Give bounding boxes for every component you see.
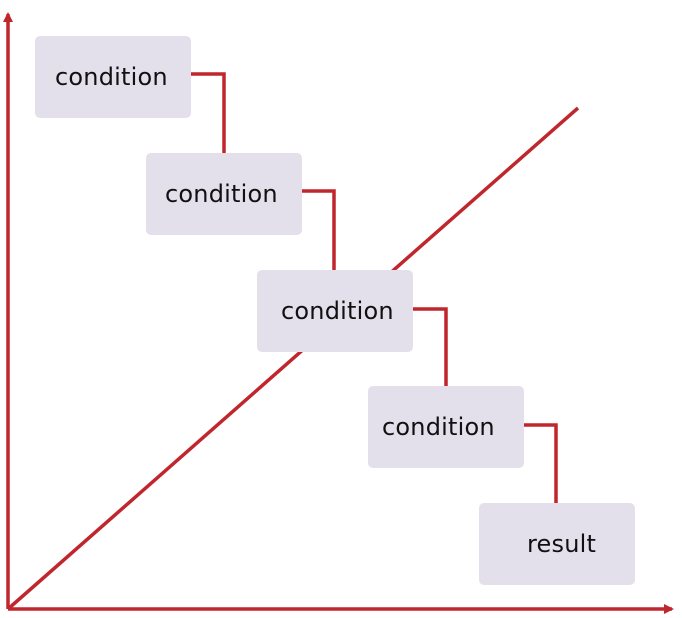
condition-box-3-label: condition: [281, 297, 394, 325]
condition-box-1: condition: [35, 36, 191, 118]
connector-1-2: [190, 72, 226, 153]
condition-box-4: condition: [368, 386, 524, 468]
condition-box-1-label: condition: [55, 63, 168, 91]
condition-box-3: condition: [257, 270, 413, 352]
connector-2-3: [301, 189, 336, 270]
condition-box-4-label: condition: [382, 413, 495, 441]
condition-box-2: condition: [146, 153, 302, 235]
condition-box-2-label: condition: [165, 180, 278, 208]
diagonal-trend-line: [6, 106, 580, 611]
result-box: result: [479, 503, 635, 585]
result-box-label: result: [527, 530, 597, 558]
connector-3-4: [412, 307, 448, 386]
connector-4-5: [523, 423, 558, 503]
